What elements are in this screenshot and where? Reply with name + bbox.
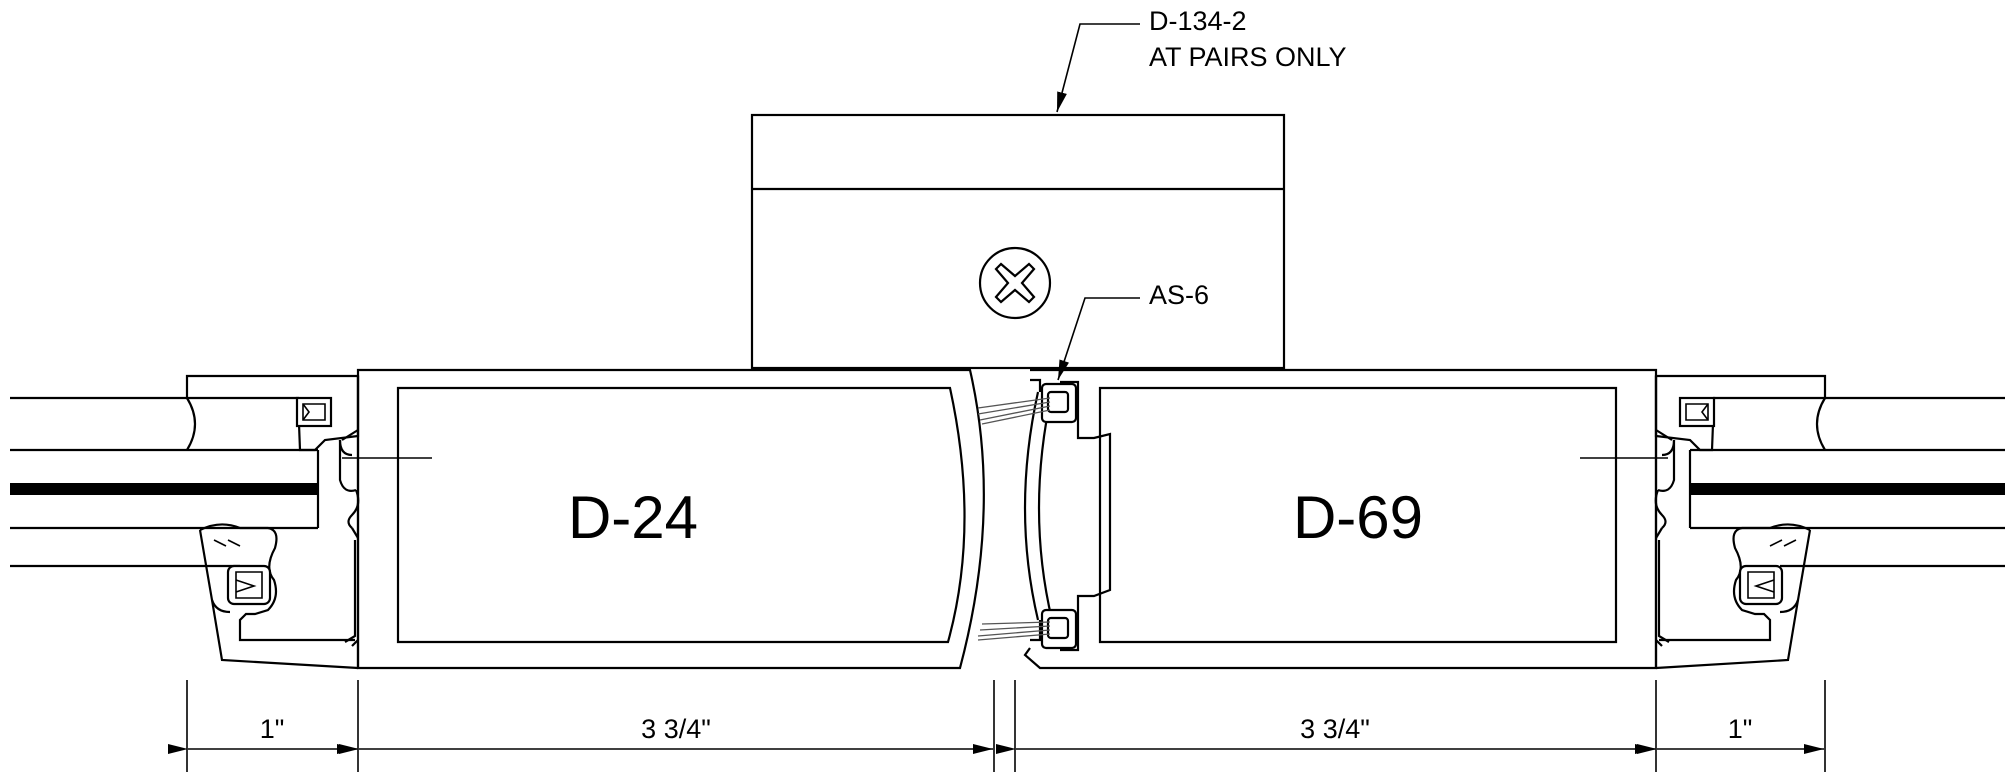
right-glass-pane [1690, 483, 2005, 495]
right-wall-lines [1688, 396, 2005, 568]
dim-left-door-label: 3 3/4" [641, 714, 711, 744]
dim-right-stop-label: 1" [1728, 714, 1753, 744]
right-door-label: D-69 [1293, 484, 1423, 551]
right-gasket-keeper [1678, 396, 1716, 428]
callout-d134-line2: AT PAIRS ONLY [1149, 42, 1347, 72]
callout-as6-label: AS-6 [1149, 280, 1209, 310]
left-wall-lines [10, 396, 320, 568]
callout-d134: D-134-2 AT PAIRS ONLY [1056, 6, 1347, 113]
right-frame-stop [1654, 374, 1827, 670]
left-glass-pane [10, 483, 318, 495]
left-gasket-keeper [295, 396, 333, 428]
callout-d134-line1: D-134-2 [1149, 6, 1247, 36]
left-door-label: D-24 [568, 484, 698, 551]
dimension-lines: 1" 3 3/4" 3 3/4" 1" [168, 680, 1826, 772]
left-frame-stop [185, 374, 360, 670]
dim-right-door-label: 3 3/4" [1300, 714, 1370, 744]
overhead-stop-block [750, 113, 1286, 370]
astragal-seal [977, 378, 1078, 650]
dim-left-stop-label: 1" [260, 714, 285, 744]
left-door: D-24 [342, 368, 985, 670]
callout-as6: AS-6 [1057, 280, 1209, 381]
screw-icon [978, 246, 1052, 320]
right-door: D-69 [1023, 368, 1668, 670]
